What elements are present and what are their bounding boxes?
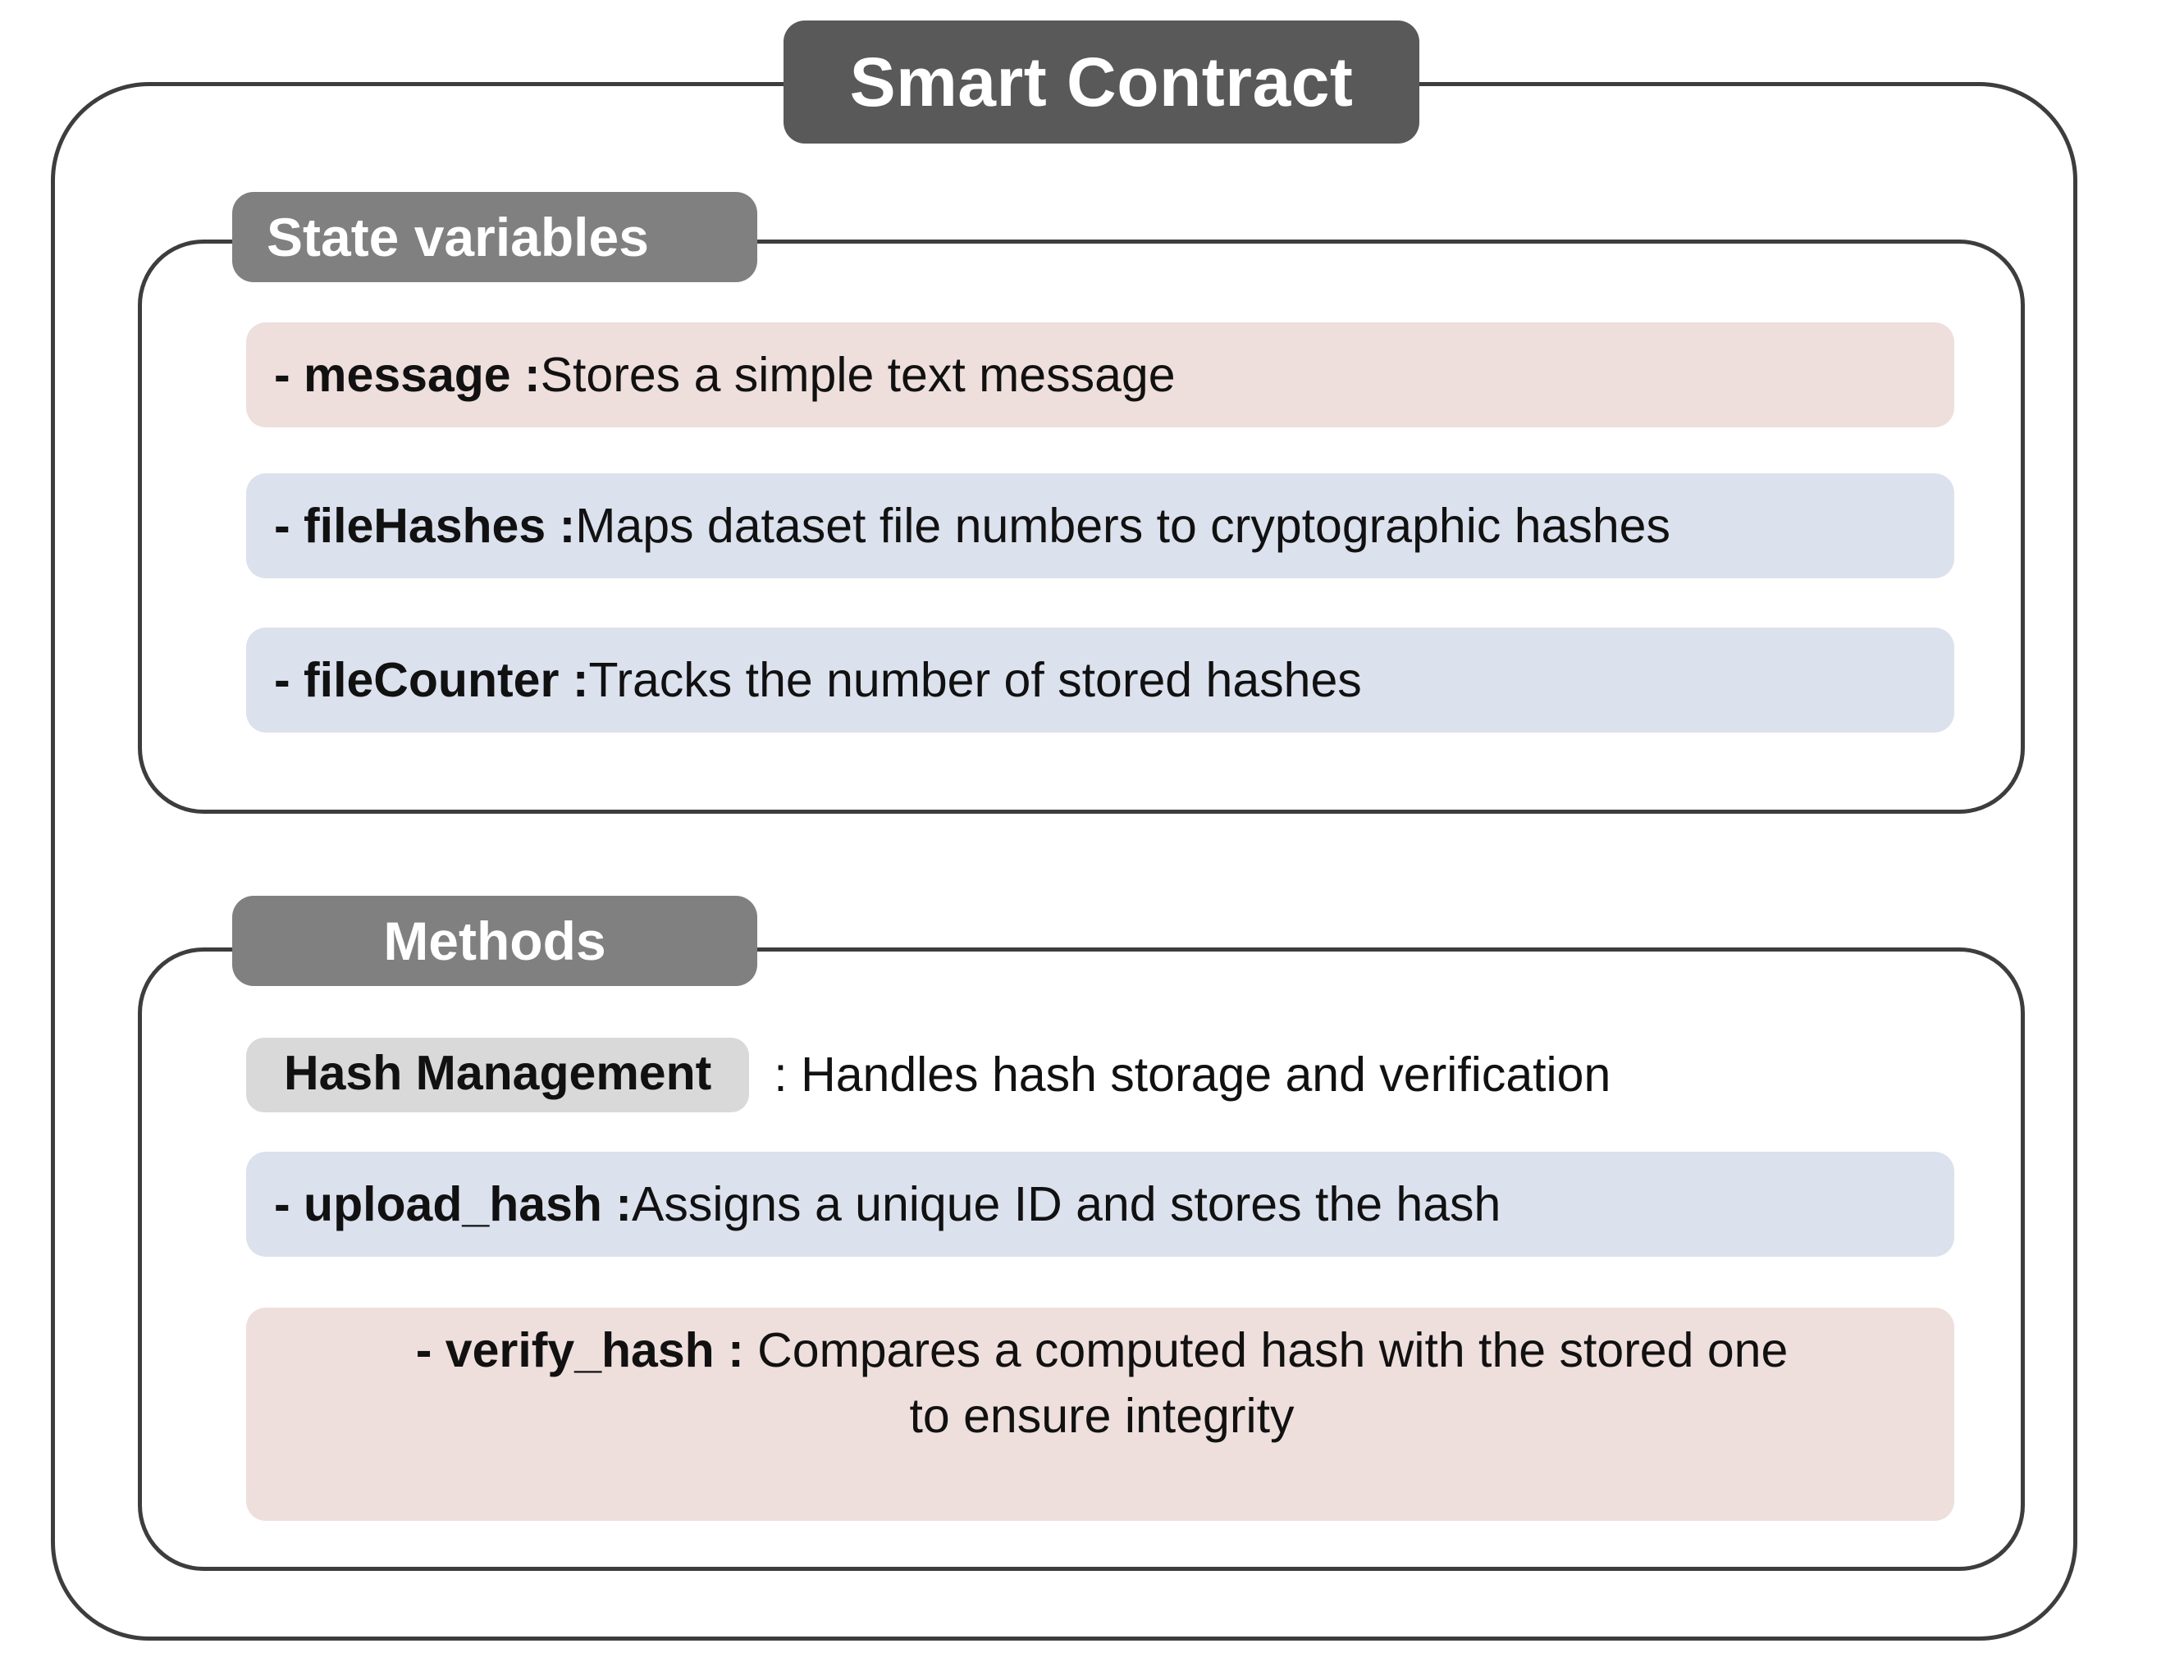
method-row: - verify_hash : Compares a computed hash…: [246, 1308, 1954, 1521]
method-description: Compares a computed hash with the stored…: [757, 1323, 1789, 1377]
state-variable-label: - fileCounter :: [274, 652, 589, 707]
state-variables-section-title: State variables: [232, 192, 757, 282]
method-label: - upload_hash :: [274, 1176, 632, 1231]
state-variable-label: - message :: [274, 347, 541, 402]
method-label: - verify_hash :: [415, 1323, 758, 1377]
state-variable-row: - fileCounter : Tracks the number of sto…: [246, 628, 1954, 733]
state-variable-label: - fileHashes :: [274, 498, 576, 553]
state-variables-boundary: [138, 240, 2025, 814]
state-variable-row: - message : Stores a simple text message: [246, 322, 1954, 427]
hash-management-description: : Handles hash storage and verification: [774, 1047, 1611, 1102]
methods-section-title: Methods: [232, 896, 757, 986]
state-variable-description: Maps dataset file numbers to cryptograph…: [575, 498, 1670, 553]
diagram-title: Smart Contract: [784, 21, 1419, 144]
state-variable-row: - fileHashes : Maps dataset file numbers…: [246, 473, 1954, 578]
method-first-line: - verify_hash : Compares a computed hash…: [416, 1323, 1789, 1377]
hash-management-chip: Hash Management: [246, 1037, 750, 1112]
methods-boundary: [138, 947, 2025, 1571]
method-description: Assigns a unique ID and stores the hash: [631, 1176, 1501, 1231]
method-row: - upload_hash : Assigns a unique ID and …: [246, 1152, 1954, 1257]
state-variable-description: Tracks the number of stored hashes: [588, 652, 1362, 707]
state-variable-description: Stores a simple text message: [540, 347, 1176, 402]
method-description-continued: to ensure integrity: [909, 1389, 1295, 1444]
method-group-row: Hash Management : Handles hash storage a…: [246, 1025, 1954, 1124]
